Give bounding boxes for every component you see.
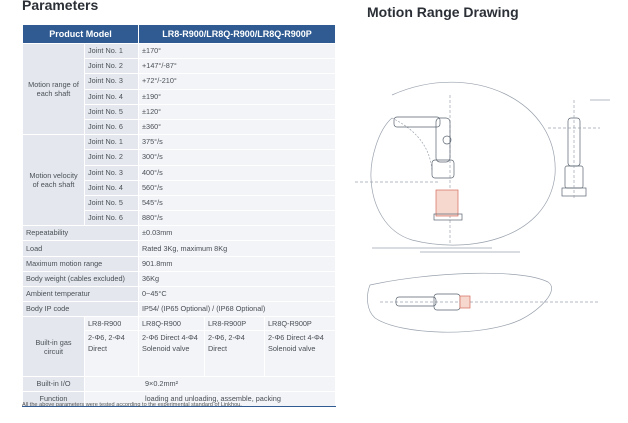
parameters-title: Parameters	[22, 0, 99, 13]
range-value: ±360°	[138, 118, 336, 136]
plan-base-shape	[459, 295, 471, 309]
inner-envelope-arc	[391, 117, 433, 171]
table-row: Joint No. 5 545°/s	[23, 194, 336, 212]
spec-value: IP54/ (IP65 Optional) / (IP68 Optional)	[138, 301, 336, 318]
product-model-value: LR8-R900/LR8Q-R900/LR8Q-R900P	[138, 24, 336, 44]
gas-model: LR8-R900P	[204, 316, 265, 331]
velocity-value: 300°/s	[138, 149, 336, 166]
reach-envelope-arc	[370, 81, 556, 246]
spec-label: Ambient temperatur	[22, 285, 139, 303]
base-plate-shape	[433, 213, 463, 221]
shoulder-shape	[431, 159, 455, 179]
motion-range-drawing-title: Motion Range Drawing	[367, 4, 519, 20]
joint-circle	[442, 135, 452, 145]
velocity-value: 375°/s	[138, 134, 336, 151]
upper-arm-shape	[393, 116, 441, 128]
velocity-value: 880°/s	[138, 210, 336, 227]
range-value: +72°/-210°	[138, 73, 336, 90]
joint-label: Joint No. 2	[84, 149, 139, 166]
table-row: Load Rated 3Kg, maximum 8Kg	[22, 240, 336, 257]
velocity-value: 400°/s	[138, 164, 336, 181]
joint-label: Joint No. 1	[84, 42, 139, 60]
table-row: Repeatability ±0.03mm	[22, 225, 336, 242]
spec-value: 901.8mm	[138, 255, 336, 272]
table-row: Joint No. 5 ±120°	[23, 103, 336, 120]
table-row: Body IP code IP54/ (IP65 Optional) / (IP…	[22, 301, 336, 318]
parameters-table: Product Model LR8-R900/LR8Q-R900/LR8Q-R9…	[22, 24, 336, 408]
io-label: Built-in I/O	[22, 375, 85, 393]
table-row: Function loading and unloading, assemble…	[22, 391, 336, 408]
joint-label: Joint No. 2	[84, 58, 139, 75]
table-row: Maximum motion range 901.8mm	[22, 255, 336, 272]
product-model-label: Product Model	[22, 24, 139, 44]
joint-label: Joint No. 6	[84, 118, 139, 136]
table-row: Joint No. 6 ±360°	[23, 118, 336, 136]
plan-view-envelope	[367, 272, 552, 333]
joint-label: Joint No. 3	[84, 73, 139, 90]
gas-value: 2-Φ6 Direct 4-Φ4 Solenoid valve	[264, 329, 336, 377]
range-value: ±190°	[138, 88, 336, 105]
gas-value-row: 2-Φ6, 2-Φ4 Direct 2-Φ6 Direct 4-Φ4 Solen…	[23, 329, 336, 377]
gas-value: 2-Φ6 Direct 4-Φ4 Solenoid valve	[138, 329, 205, 377]
spec-value: Rated 3Kg, maximum 8Kg	[138, 240, 336, 257]
table-row: Motion velocity of each shaft Joint No. …	[22, 134, 336, 227]
gas-value: 2-Φ6, 2-Φ4 Direct	[204, 329, 265, 377]
table-row: Joint No. 6 880°/s	[23, 210, 336, 227]
forearm-shape	[435, 117, 451, 163]
gas-value: 2-Φ6, 2-Φ4 Direct	[84, 329, 139, 377]
table-row: Joint No. 2 300°/s	[23, 149, 336, 166]
motion-velocity-group-label: Motion velocity of each shaft	[22, 134, 85, 227]
function-label: Function	[22, 391, 85, 408]
table-header-row: Product Model LR8-R900/LR8Q-R900/LR8Q-R9…	[22, 24, 336, 44]
joint-label: Joint No. 4	[84, 179, 139, 196]
table-row: Ambient temperatur 0~45°C	[22, 285, 336, 303]
motion-range-group-label: Motion range of each shaft	[22, 42, 85, 136]
gas-model: LR8Q-R900P	[264, 316, 336, 331]
spec-value: 36Kg	[138, 270, 336, 288]
table-row: Body weight (cables excluded) 36Kg	[22, 270, 336, 288]
spec-label: Body IP code	[22, 301, 139, 318]
footnote: All the above parameters were tested acc…	[22, 402, 242, 408]
spec-label: Maximum motion range	[22, 255, 139, 272]
table-row: Joint No. 4 ±190°	[23, 88, 336, 105]
plan-arm-shape	[395, 296, 437, 307]
spec-value: ±0.03mm	[138, 225, 336, 242]
spec-label: Repeatability	[22, 225, 139, 242]
table-row: Joint No. 3 400°/s	[23, 164, 336, 181]
base-shape	[435, 189, 459, 217]
table-row: Joint No. 3 +72°/-210°	[23, 73, 336, 90]
function-value: loading and unloading, assemble, packing	[84, 391, 336, 408]
